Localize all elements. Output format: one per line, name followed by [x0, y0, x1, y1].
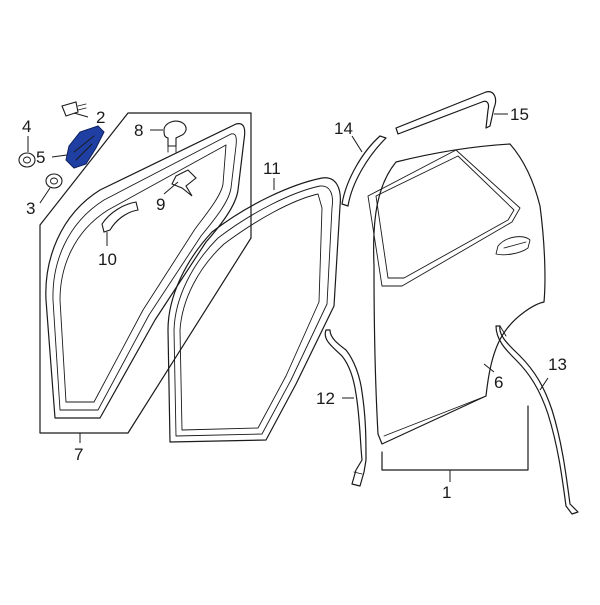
callout-11: 11 — [263, 159, 281, 178]
callout-3: 3 — [26, 199, 35, 218]
cable-right — [495, 325, 579, 515]
callout-14-leader — [351, 135, 363, 153]
callout-12: 12 — [316, 389, 335, 408]
belt-molding — [395, 91, 497, 135]
highlighted-bracket — [65, 125, 105, 169]
callout-1-bracket — [381, 405, 529, 471]
callout-2-leader — [73, 112, 89, 118]
grommet — [18, 152, 36, 168]
callout-4: 4 — [22, 117, 31, 136]
callout-10: 10 — [98, 250, 117, 269]
callout-3-leader — [39, 187, 51, 204]
screw — [61, 101, 87, 117]
callout-7: 7 — [74, 445, 83, 464]
retainer — [171, 169, 197, 197]
callout-5: 5 — [36, 148, 45, 167]
callout-2: 2 — [96, 108, 105, 127]
callout-15: 15 — [510, 105, 529, 124]
callout-5-leader — [51, 154, 68, 158]
run-channel — [341, 135, 387, 207]
callout-1: 1 — [442, 483, 451, 502]
callout-6-leader — [483, 363, 495, 373]
door-opening-weatherstrip — [45, 123, 246, 419]
door-weatherstrip — [167, 177, 341, 443]
callout-13: 13 — [548, 355, 567, 374]
corner-trim — [101, 201, 139, 233]
group-frame-7 — [39, 112, 252, 434]
callout-9: 9 — [156, 195, 165, 214]
door-shell — [367, 143, 546, 445]
check-link-left — [324, 329, 367, 487]
callout-6: 6 — [494, 373, 503, 392]
push-clip — [163, 120, 187, 153]
callout-9-leader — [163, 181, 179, 195]
callout-14: 14 — [334, 119, 353, 138]
callout-13-leader — [539, 377, 549, 391]
washer — [45, 173, 63, 189]
callout-8: 8 — [134, 121, 143, 140]
